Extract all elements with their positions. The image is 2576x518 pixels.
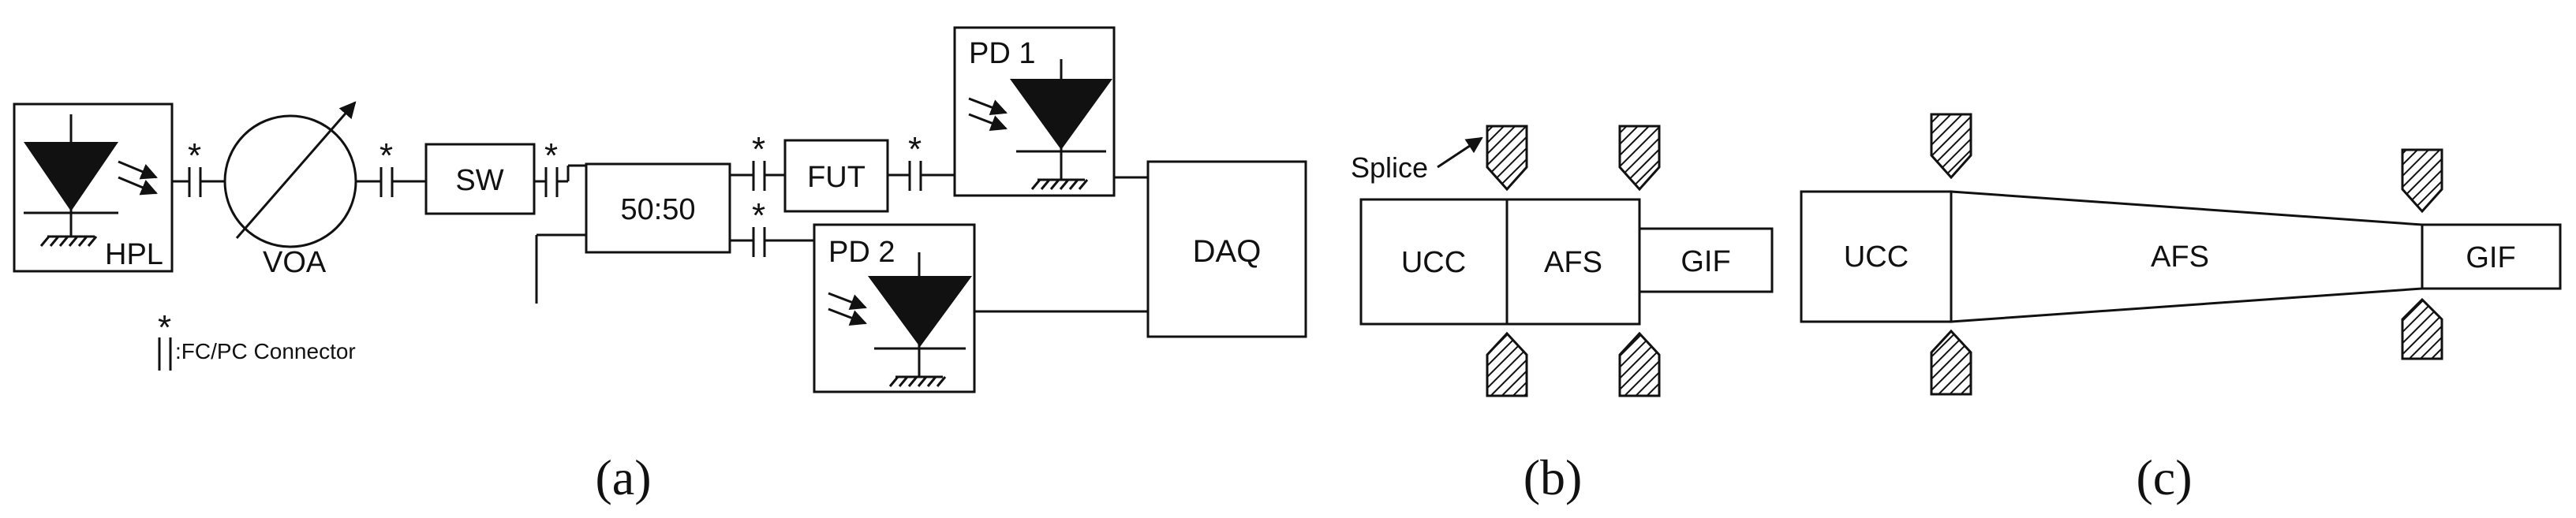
fut-fiber: FUT [783,139,889,213]
ucc-section: UCC [1359,198,1509,326]
electrode-bottom [1618,331,1661,397]
gif-label: GIF [2466,241,2515,274]
incoming-light-arrows-pd2 [828,292,867,326]
afs-section: AFS [1505,198,1641,326]
electrode-top [1618,125,1661,192]
connector-star: * [752,130,765,169]
sw-switch: SW [424,143,536,215]
panel-a: HPL * VOA * SW [13,26,1307,505]
electrode-bottom [1930,329,1972,396]
electrode-top [1930,113,1972,180]
daq-unit: DAQ [1146,160,1307,338]
connector-star: * [379,136,393,175]
splice-electrodes-b [1486,125,1661,397]
fc-connector: * [188,136,202,197]
caption-c: (c) [2136,449,2192,505]
electrode-top [1486,125,1528,192]
electrode-bottom [2401,297,2443,360]
pd1-detector: PD 1 [953,26,1116,197]
panel-b: Splice UCC AFS GIF (b) [1351,125,1774,505]
connector-star: * [158,308,171,347]
caption-a: (a) [595,449,651,505]
connector-star: * [752,196,765,235]
gif-section: GIF [2421,223,2562,290]
daq-label: DAQ [1193,234,1262,269]
ucc-label: UCC [1844,240,1909,274]
afs-label: AFS [2151,240,2209,274]
connector-legend: * :FC/PC Connector [158,308,356,371]
afs-label: AFS [1544,246,1602,279]
afs-taper: AFS [1950,190,2424,323]
fc-connector: * [752,196,766,257]
hpl-source: HPL [13,102,174,273]
fc-connector: * [908,130,922,191]
panel-c: UCC AFS GIF (c) [1800,113,2562,505]
pd2-detector: PD 2 [813,223,976,393]
ucc-section: UCC [1800,190,1953,323]
incoming-light-arrows-pd1 [968,97,1008,132]
fc-connector: * [379,136,394,197]
caption-b: (b) [1524,449,1583,505]
hpl-label: HPL [105,238,163,271]
voa-label: VOA [263,246,327,279]
voa-attenuator: VOA [223,101,357,279]
ground-hatch-pd1 [1030,179,1089,190]
coupler-label: 50:50 [620,193,695,226]
ucc-label: UCC [1401,246,1466,279]
emission-arrows-hpl [118,160,158,196]
connector-star: * [908,130,922,169]
splice-label: Splice [1351,151,1428,184]
connector-star: * [544,136,558,175]
splice-electrodes-c [1930,113,2443,396]
connector-legend-text: :FC/PC Connector [175,339,356,363]
fut-label: FUT [807,161,866,194]
gif-section: GIF [1638,227,1774,293]
ground-hatch-hpl [39,236,98,247]
coupler-5050: 50:50 [535,162,731,304]
pd1-label: PD 1 [969,37,1035,70]
ground-hatch-pd2 [888,376,947,387]
pd2-label: PD 2 [828,236,895,269]
sw-label: SW [455,164,503,197]
connector-star: * [188,136,201,175]
fc-connector: * [544,136,559,197]
fc-connector: * [752,130,766,191]
electrode-top [2401,148,2443,214]
electrode-bottom [1486,331,1528,397]
gif-label: GIF [1681,245,1730,278]
